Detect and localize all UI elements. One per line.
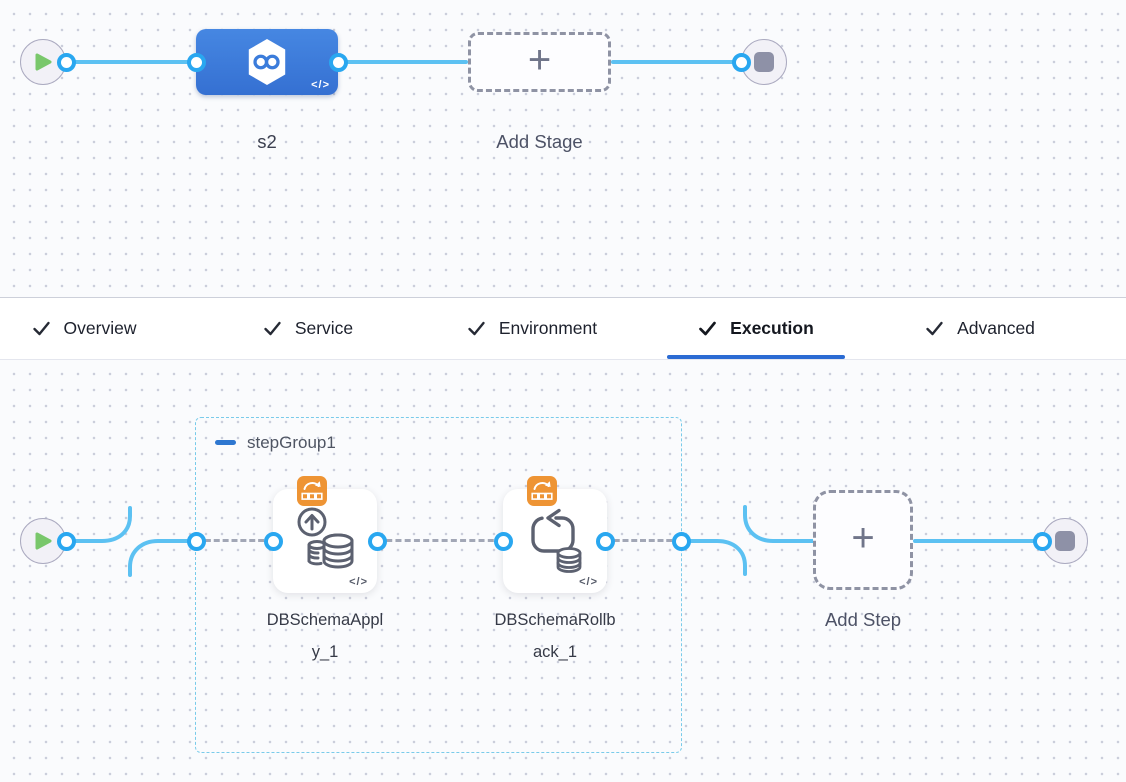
port [368, 532, 387, 551]
port [264, 532, 283, 551]
collapse-minus-icon[interactable] [215, 440, 236, 445]
play-icon [35, 53, 51, 71]
yaml-code-icon: </> [579, 576, 598, 588]
port [1033, 532, 1052, 551]
tab-overview[interactable]: Overview [0, 298, 196, 359]
add-step-label: Add Step [824, 609, 902, 630]
add-step-button[interactable]: + [813, 490, 913, 590]
tab-advanced[interactable]: Advanced [868, 298, 1092, 359]
port [57, 532, 76, 551]
port [329, 53, 348, 72]
check-icon [468, 321, 485, 336]
connector-line [611, 60, 741, 64]
yaml-code-icon: </> [349, 576, 368, 588]
db-schema-apply-icon [297, 507, 354, 569]
connector-line [913, 539, 1042, 543]
port [187, 53, 206, 72]
port [672, 532, 691, 551]
connector-line [338, 60, 468, 64]
stop-icon [1055, 531, 1075, 551]
dashed-connector [377, 539, 503, 542]
dashed-connector [605, 539, 681, 542]
stage-name-label: s2 [257, 131, 277, 152]
check-icon [264, 321, 281, 336]
step-group-container [195, 417, 682, 753]
execution-canvas: stepGroup1 [0, 360, 1126, 782]
add-stage-button[interactable]: + [468, 32, 611, 92]
port [57, 53, 76, 72]
port [494, 532, 513, 551]
stage-canvas: </> + s2 Add Stage [0, 0, 1126, 297]
tab-service[interactable]: Service [196, 298, 420, 359]
aws-orange-badge-icon [527, 476, 557, 506]
link-separator [66, 506, 196, 577]
db-schema-rollback-icon [531, 508, 582, 573]
yaml-code-icon: </> [311, 79, 330, 91]
dashed-connector [196, 539, 273, 542]
port [187, 532, 206, 551]
plus-icon: + [851, 516, 875, 560]
step-group-label: stepGroup1 [247, 433, 336, 452]
stage-node-s2[interactable]: </> [196, 29, 338, 95]
aws-orange-badge-icon [297, 476, 327, 506]
add-stage-label: Add Stage [496, 131, 583, 152]
stop-icon [754, 52, 774, 72]
port [596, 532, 615, 551]
step-node-dbschemarollback[interactable]: </> [503, 476, 607, 593]
harness-stage-icon [248, 39, 286, 85]
stage-config-tabbar: Overview Service Environment Execution A… [0, 297, 1126, 360]
step-node-dbschemaapply[interactable]: </> [273, 476, 377, 593]
check-icon [926, 321, 943, 336]
tab-environment[interactable]: Environment [420, 298, 644, 359]
check-icon [32, 321, 50, 336]
check-icon [699, 321, 717, 336]
plus-icon: + [527, 38, 552, 82]
tab-execution[interactable]: Execution [644, 298, 868, 359]
link-separator [681, 505, 813, 576]
connector-line [66, 60, 196, 64]
step-name-label: DBSchemaApply_1 [266, 611, 384, 661]
play-icon [35, 532, 51, 550]
port [732, 53, 751, 72]
step-name-label: DBSchemaRollback_1 [494, 611, 616, 661]
